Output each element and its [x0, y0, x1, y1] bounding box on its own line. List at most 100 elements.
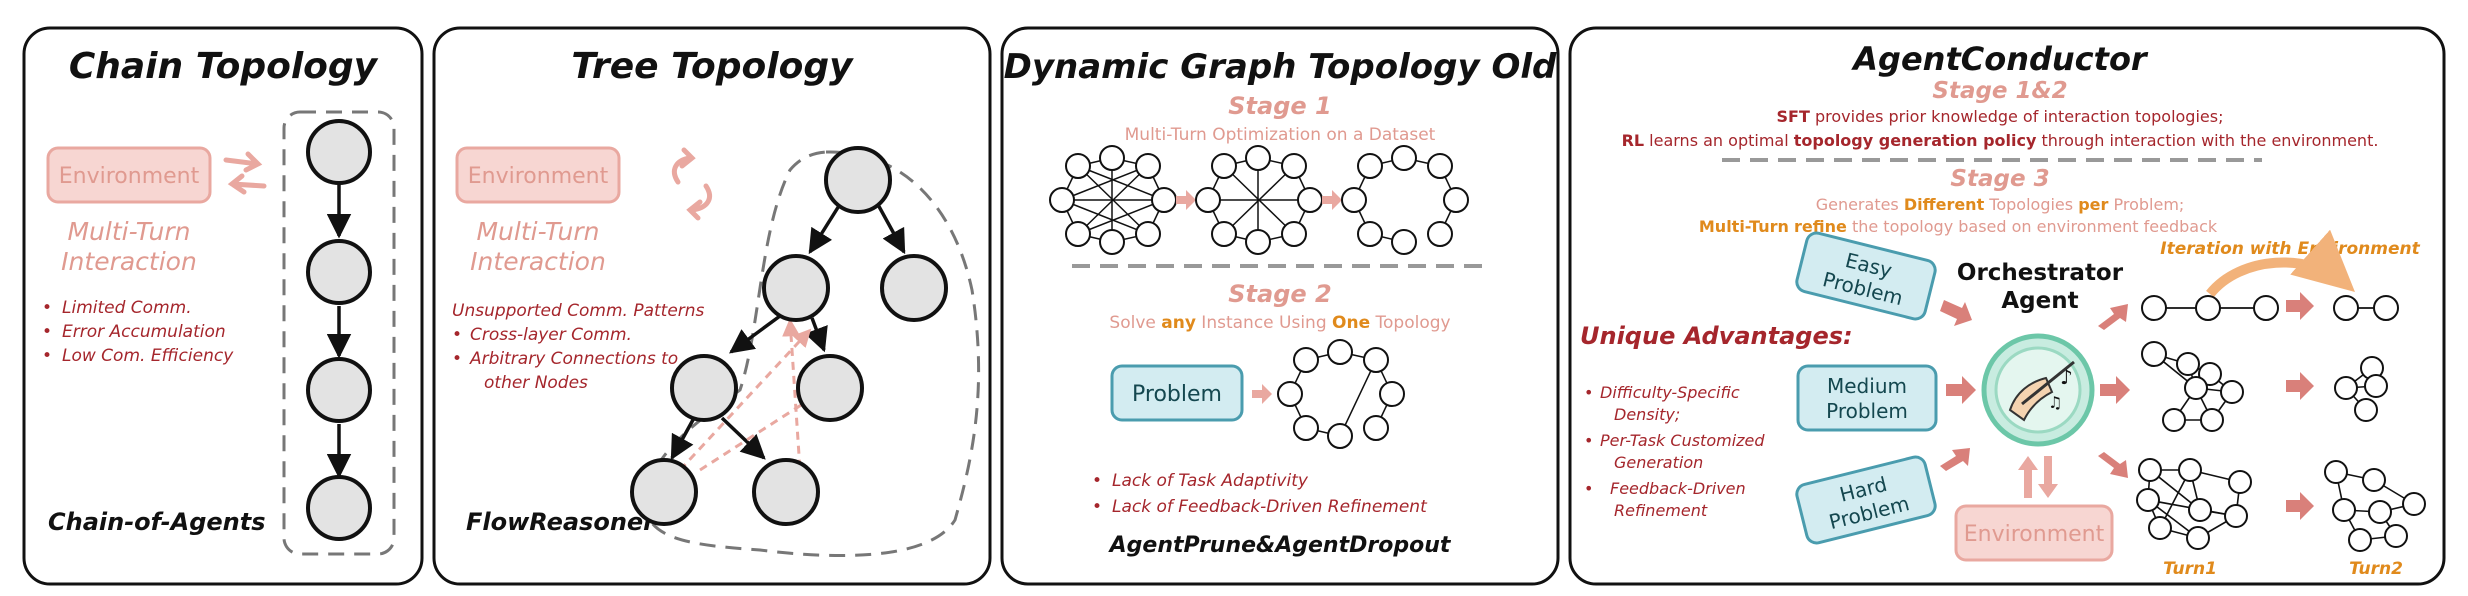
- env-agent-arrows: [2018, 456, 2058, 498]
- chain-bullet-dot: •: [42, 322, 52, 342]
- tree-bullet: Arbitrary Connections to: [469, 349, 678, 369]
- conductor-sft-line: SFT provides prior knowledge of interact…: [1777, 107, 2224, 126]
- hard-problem-box: Hard Problem: [1795, 455, 1937, 545]
- stage-arrow: [1322, 190, 1342, 210]
- stage1-graph-sparse: [1341, 145, 1469, 255]
- advantage-text: Density;: [1614, 405, 1680, 424]
- tree-interaction-line1: Multi-Turn: [476, 217, 599, 246]
- chain-title: Chain Topology: [69, 46, 379, 87]
- advantages-list: • Difficulty-Specific Density; • Per-Tas…: [1584, 383, 1765, 520]
- tree-environment-label: Environment: [468, 164, 609, 189]
- stage2-desc-part: Topology: [1370, 313, 1450, 333]
- conductor-title: AgentConductor: [1850, 40, 2149, 78]
- tree-node: [880, 254, 948, 322]
- tree-panel: Tree Topology Environment Multi-Turn Int…: [432, 26, 992, 586]
- stage-arrow: [1176, 190, 1196, 210]
- tree-interaction-line2: Interaction: [470, 247, 606, 276]
- tree-bullets: • Cross-layer Comm. • Arbitrary Connecti…: [452, 325, 678, 393]
- dynamic-stage2-desc: Solve any Instance Using One Topology: [1109, 313, 1450, 333]
- advantage-dot: •: [1584, 479, 1593, 498]
- conductor-panel-frame: [1568, 26, 2446, 586]
- turn1-graph-medium: [2141, 341, 2244, 432]
- advantage-dot: •: [1584, 431, 1593, 450]
- conductor-environment-box: [1954, 504, 2114, 562]
- dynamic-stage1-desc: Multi-Turn Optimization on a Dataset: [1125, 125, 1436, 145]
- tree-nodes: [630, 146, 948, 526]
- stage3-part: refine: [1794, 217, 1847, 236]
- tree-bullet-dot: •: [452, 349, 462, 369]
- stage2-desc-part: One: [1332, 313, 1370, 333]
- medium-problem-line2: Problem: [1826, 399, 1908, 423]
- turn2-label: Turn2: [2349, 559, 2403, 579]
- tree-method-label: FlowReasoner: [466, 508, 657, 536]
- tree-node: [824, 146, 892, 214]
- dynamic-stage2: Stage 2: [1228, 280, 1331, 308]
- orchestrator-line1: Orchestrator: [1957, 260, 2124, 286]
- conductor-stage3-line2: Multi-Turn refine the topology based on …: [1699, 217, 2218, 236]
- chain-bullet-dot: •: [42, 346, 52, 366]
- chain-bullet: Low Com. Efficiency: [62, 346, 234, 366]
- sft-part: provides prior knowledge of interaction …: [1810, 107, 2224, 126]
- turn2-graph-hard: [2324, 460, 2426, 552]
- stage2-desc-part: any: [1161, 313, 1196, 333]
- dynamic-bullet-dot: •: [1092, 471, 1102, 491]
- conductor-stage3: Stage 3: [1950, 166, 2049, 192]
- chain-environment-label: Environment: [59, 164, 200, 189]
- chain-bullet-dot: •: [42, 298, 52, 318]
- dynamic-title: Dynamic Graph Topology Old: [1004, 47, 1557, 87]
- stage1-graph-full: [1049, 145, 1177, 255]
- tree-node: [762, 254, 830, 322]
- conductor-icon: ♪ ♫: [1981, 333, 2095, 447]
- advantage-text: Difficulty-Specific: [1600, 383, 1740, 402]
- svg-text:♪: ♪: [2060, 365, 2073, 389]
- advantage-text: Per-Task Customized: [1600, 431, 1765, 450]
- chain-bullet: Limited Comm.: [62, 298, 192, 318]
- tree-node: [630, 458, 698, 526]
- tree-dashed-boundary: [643, 150, 981, 558]
- advantage-dot: •: [1584, 383, 1593, 402]
- turn2-graph-medium: [2334, 356, 2388, 422]
- unique-advantages-title: Unique Advantages:: [1580, 322, 1853, 350]
- dynamic-method-label: AgentPrune&AgentDropout: [1108, 533, 1452, 558]
- rl-part: topology generation policy: [1794, 131, 2037, 150]
- stage2-graph: [1277, 339, 1405, 449]
- stage3-part: the topology based on environment feedba…: [1847, 217, 2218, 236]
- tree-node: [796, 354, 864, 422]
- agent-to-topology-arrows: [2098, 304, 2130, 478]
- dynamic-bullet: Lack of Task Adaptivity: [1112, 471, 1309, 491]
- orchestrator-line2: Agent: [2001, 288, 2078, 314]
- advantage-text: Refinement: [1614, 501, 1708, 520]
- tree-node: [752, 458, 820, 526]
- tree-environment-box: [455, 146, 621, 204]
- dynamic-bullets: • Lack of Task Adaptivity • Lack of Feed…: [1092, 471, 1428, 517]
- tree-bullet: other Nodes: [484, 373, 588, 393]
- dynamic-problem-box: [1110, 364, 1244, 422]
- stage3-part: Different: [1904, 195, 1985, 214]
- advantage-text: Feedback-Driven: [1610, 479, 1746, 498]
- chain-node: [306, 239, 372, 305]
- chain-environment-box: [46, 146, 212, 204]
- tree-title: Tree Topology: [571, 46, 854, 87]
- stage3-part: Topologies: [1984, 195, 2078, 214]
- medium-problem-line1: Medium: [1827, 374, 1907, 398]
- chain-bullets: • Limited Comm. • Error Accumulation • L…: [42, 298, 234, 366]
- medium-problem-box: Medium Problem: [1796, 364, 1938, 432]
- svg-text:♫: ♫: [2048, 393, 2062, 412]
- conductor-stage3-line1: Generates Different Topologies per Probl…: [1816, 195, 2185, 214]
- conductor-rl-line: RL learns an optimal topology generation…: [1622, 131, 2379, 150]
- advantage-text: Generation: [1614, 453, 1703, 472]
- chain-nodes: [306, 119, 372, 541]
- conductor-panel: AgentConductor Stage 1&2 SFT provides pr…: [1568, 26, 2446, 586]
- tree-edges: [670, 200, 906, 461]
- rl-part: RL: [1622, 131, 1645, 150]
- swap-arrows-icon: [223, 151, 267, 195]
- chain-panel: Chain Topology Environment Multi-Turn In…: [22, 26, 424, 586]
- tree-node: [670, 354, 738, 422]
- turn1-graph-easy: [2141, 295, 2279, 321]
- turn1-graph-hard: [2136, 458, 2252, 550]
- chain-node: [306, 357, 372, 423]
- stage3-part: per: [2078, 195, 2108, 214]
- dynamic-bullet-dot: •: [1092, 497, 1102, 517]
- dynamic-stage1: Stage 1: [1228, 92, 1331, 120]
